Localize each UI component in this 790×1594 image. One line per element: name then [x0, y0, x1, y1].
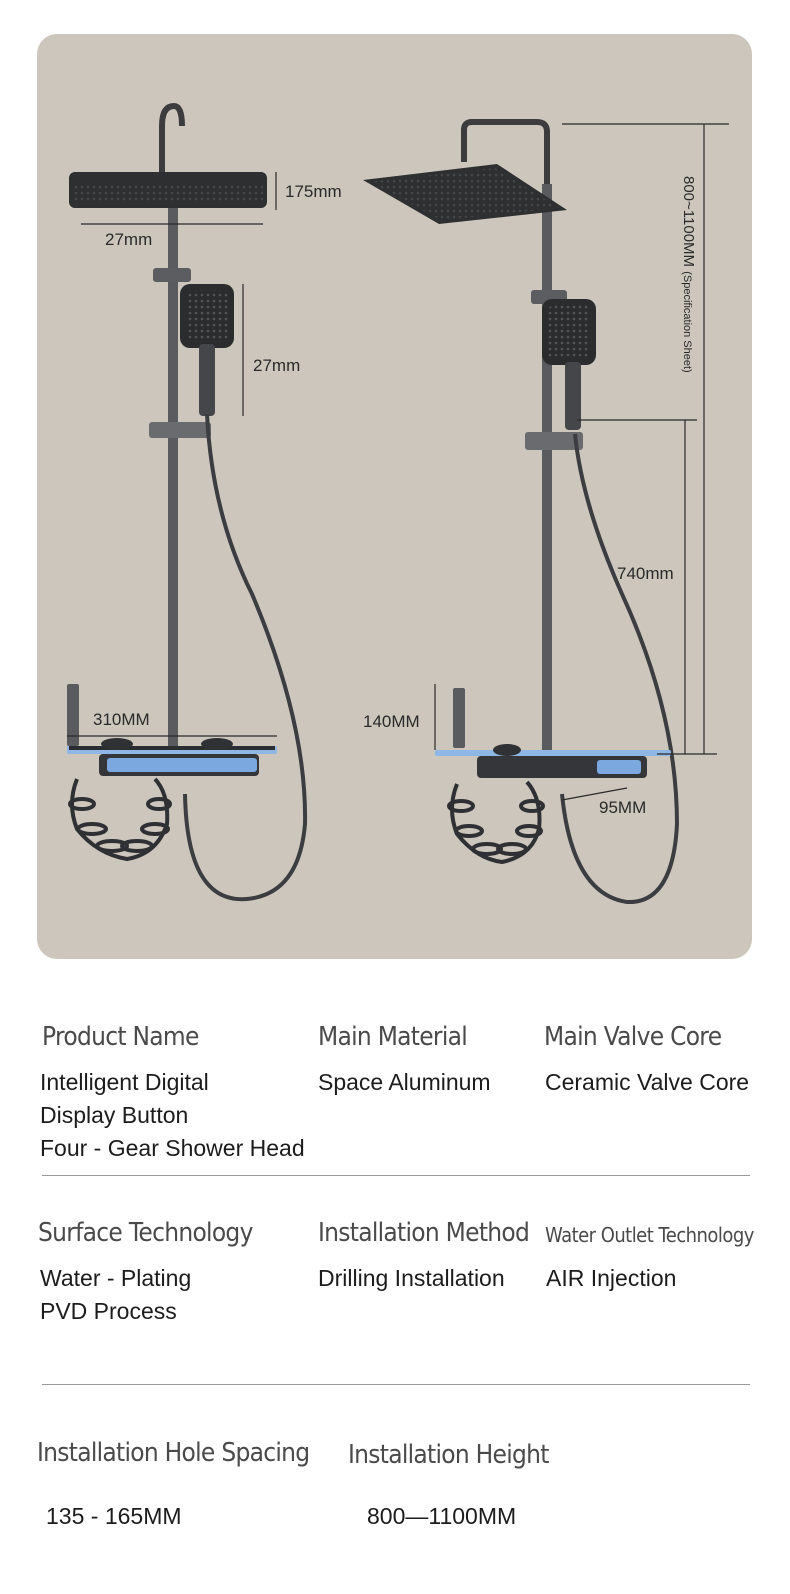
- spec-label-main-valve-core: Main Valve Core: [544, 1022, 722, 1052]
- row-divider: [42, 1175, 750, 1176]
- spout-height-label: 140MM: [363, 712, 420, 731]
- spec-label-water-outlet: Water Outlet Technology: [545, 1223, 754, 1247]
- spec-value-main-valve-core: Ceramic Valve Core: [545, 1069, 750, 1095]
- spec-value-hole-spacing: 135 - 165MM: [46, 1503, 182, 1529]
- spec-value-main-material: Space Aluminum: [318, 1069, 491, 1095]
- spec-label-main-material: Main Material: [318, 1022, 468, 1052]
- handheld-height-label: 27mm: [253, 356, 301, 375]
- spec-label-installation-height: Installation Height: [348, 1440, 549, 1470]
- spec-label-product-name: Product Name: [42, 1022, 199, 1052]
- left-shower-unit: [67, 102, 308, 902]
- spec-label-hole-spacing: Installation Hole Spacing: [37, 1438, 310, 1468]
- shower-system-illustration: [67, 102, 729, 905]
- spec-label-surface-technology: Surface Technology: [38, 1218, 253, 1248]
- spec-value-water-outlet: AIR Injection: [546, 1265, 677, 1291]
- spec-value-installation-height: 800—1100MM: [367, 1503, 517, 1529]
- slide-bar-length-label: 740mm: [617, 564, 674, 583]
- spec-label-installation-method: Installation Method: [318, 1218, 530, 1248]
- spec-value-installation-method: Drilling Installation: [318, 1265, 505, 1291]
- total-height-label: 800~1100MM (Specification Sheet): [680, 176, 697, 373]
- spec-value-surface-technology: Water - Plating PVD Process: [40, 1265, 192, 1324]
- head-width-label: 27mm: [105, 230, 153, 249]
- head-height-label: 175mm: [285, 182, 342, 201]
- row-divider: [42, 1384, 750, 1385]
- shelf-width-label: 310MM: [93, 710, 150, 729]
- right-shower-unit: [363, 119, 729, 905]
- product-diagram-panel: 175mm 27mm 27mm 310MM 800~1100MM (Specif…: [37, 34, 752, 959]
- shelf-depth-label: 95MM: [599, 798, 647, 817]
- spec-value-product-name: Intelligent Digital Display Button Four …: [40, 1069, 305, 1161]
